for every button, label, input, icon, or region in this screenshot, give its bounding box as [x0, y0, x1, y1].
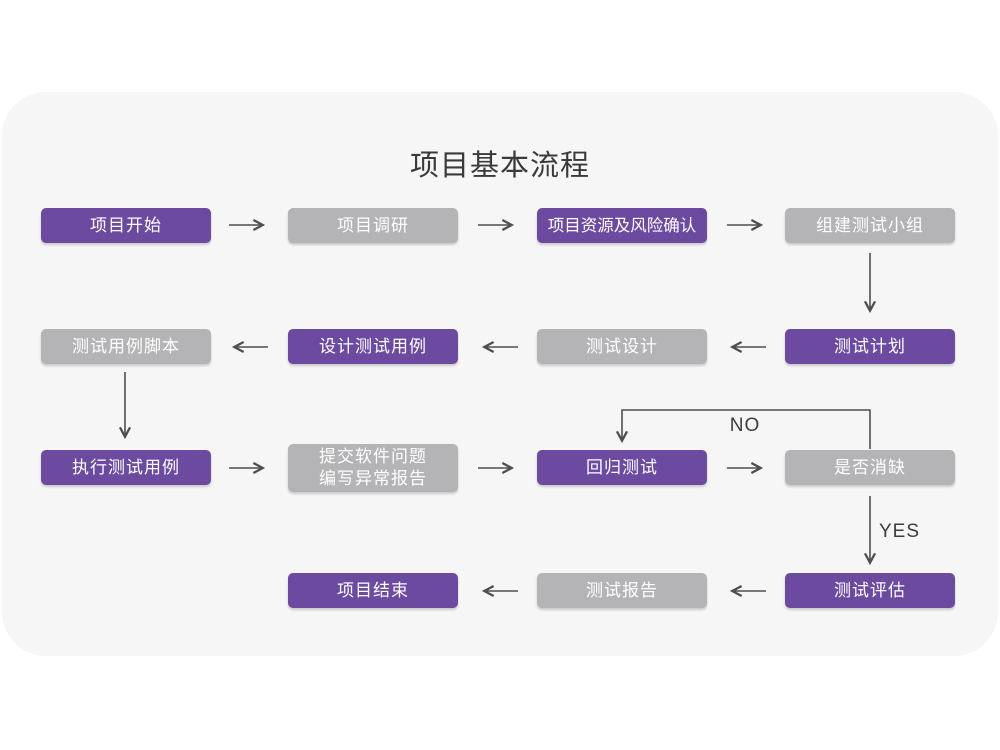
node-test-evaluation: 测试评估 [785, 573, 955, 608]
node-build-test-team: 组建测试小组 [785, 208, 955, 243]
node-test-report: 测试报告 [537, 573, 707, 608]
node-label: 执行测试用例 [72, 457, 180, 477]
node-resource-risk: 项目资源及风险确认 [537, 208, 707, 243]
node-project-start: 项目开始 [41, 208, 211, 243]
node-submit-issue-report: 提交软件问题 编写异常报告 [288, 444, 458, 492]
node-label: 测试报告 [586, 580, 658, 600]
node-label: 测试评估 [834, 580, 906, 600]
node-test-design: 测试设计 [537, 329, 707, 364]
node-label: 测试用例脚本 [72, 336, 180, 356]
flowchart-panel [2, 92, 998, 656]
node-label: 设计测试用例 [319, 336, 427, 356]
node-label: 组建测试小组 [816, 215, 924, 235]
edge-label-no: NO [729, 415, 761, 436]
node-execute-test-case: 执行测试用例 [41, 450, 211, 485]
node-regression-test: 回归测试 [537, 450, 707, 485]
node-label: 项目结束 [337, 580, 409, 600]
node-label: 提交软件问题 编写异常报告 [319, 447, 427, 488]
node-test-plan: 测试计划 [785, 329, 955, 364]
node-label: 项目开始 [90, 215, 162, 235]
node-defect-cleared: 是否消缺 [785, 450, 955, 485]
node-label: 回归测试 [586, 457, 658, 477]
node-test-case-script: 测试用例脚本 [41, 329, 211, 364]
node-project-research: 项目调研 [288, 208, 458, 243]
diagram-title: 项目基本流程 [409, 150, 590, 182]
node-label: 项目调研 [337, 215, 409, 235]
node-project-end: 项目结束 [288, 573, 458, 608]
node-label: 项目资源及风险确认 [547, 216, 697, 235]
node-label: 测试计划 [834, 336, 906, 356]
node-design-test-case: 设计测试用例 [288, 329, 458, 364]
node-label: 是否消缺 [834, 457, 906, 477]
edge-label-yes: YES [879, 521, 921, 542]
node-label: 测试设计 [586, 336, 658, 356]
